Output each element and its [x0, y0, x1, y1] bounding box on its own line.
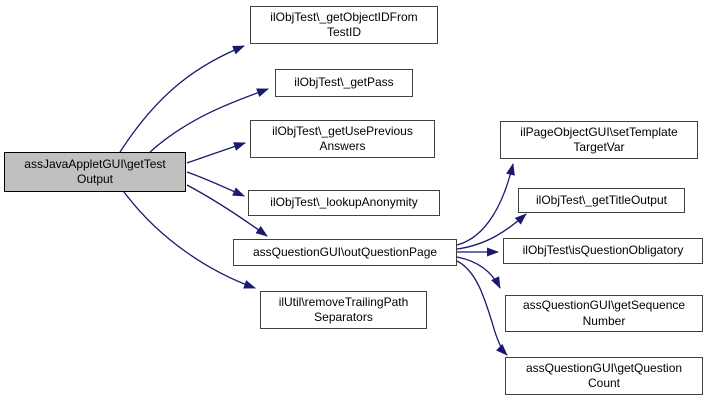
node-getUsePreviousAnswers[interactable]: ilObjTest\_getUsePrevious Answers: [250, 120, 435, 158]
edge-getTestOutput-lookupAnonymity: [186, 171, 245, 197]
edge-outQuestionPage-getQuestionCount: [456, 260, 508, 356]
node-getObjectIDFromTestID[interactable]: ilObjTest\_getObjectIDFrom TestID: [250, 6, 438, 44]
node-lookupAnonymity[interactable]: ilObjTest\_lookupAnonymity: [248, 190, 440, 216]
node-outQuestionPage[interactable]: assQuestionGUI\outQuestionPage: [233, 239, 457, 266]
node-setTemplateTargetVar[interactable]: ilPageObjectGUI\setTemplate TargetVar: [500, 121, 698, 159]
node-isQuestionObligatory[interactable]: ilObjTest\isQuestionObligatory: [503, 238, 703, 264]
edge-outQuestionPage-setTemplateTargetVar: [456, 163, 515, 246]
node-getTitleOutput[interactable]: ilObjTest\_getTitleOutput: [518, 188, 685, 213]
node-getTestOutput: assJavaAppletGUI\getTest Output: [4, 152, 186, 192]
node-getSequenceNumber[interactable]: assQuestionGUI\getSequence Number: [505, 295, 703, 332]
node-removeTrailingPathSeparators[interactable]: ilUtil\removeTrailingPath Separators: [260, 291, 427, 329]
edge-getTestOutput-getObjectIDFromTestID: [119, 45, 245, 153]
node-getQuestionCount[interactable]: assQuestionGUI\getQuestion Count: [505, 357, 703, 395]
edge-getTestOutput-getUsePreviousAnswers: [186, 142, 246, 164]
node-getPass[interactable]: ilObjTest\_getPass: [275, 69, 413, 97]
edge-outQuestionPage-getSequenceNumber: [456, 256, 501, 289]
